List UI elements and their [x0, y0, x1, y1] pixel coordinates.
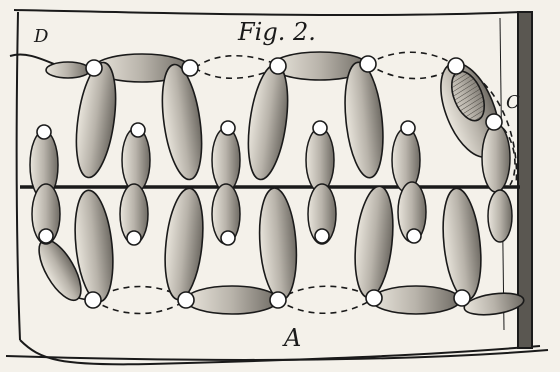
label-a: A: [282, 324, 301, 352]
label-d: D: [33, 26, 49, 47]
label-c: C: [506, 92, 520, 113]
top-link-d: [46, 62, 90, 78]
figure-caption: Fig. 2.: [237, 18, 316, 46]
